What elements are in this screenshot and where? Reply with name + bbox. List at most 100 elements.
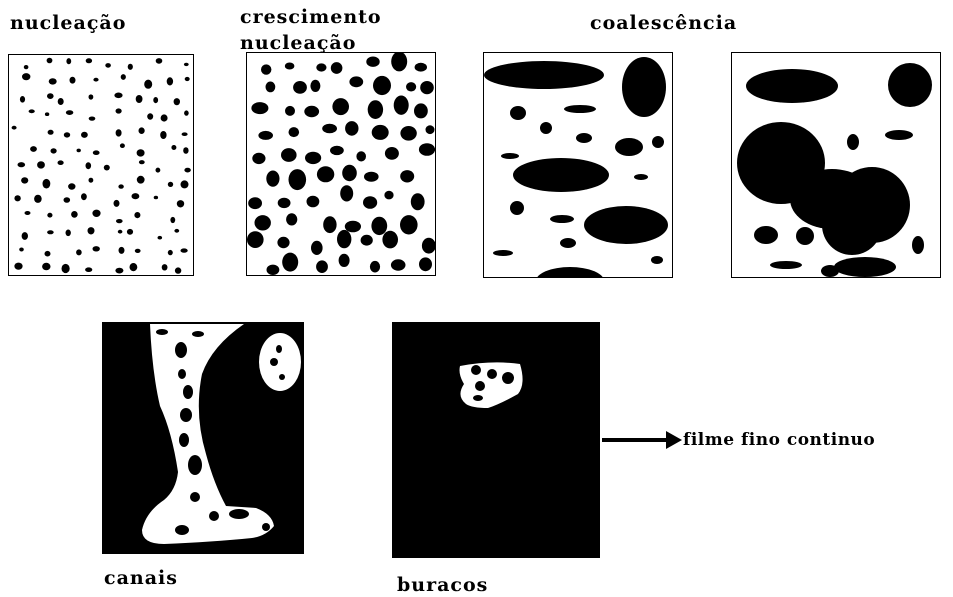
nucleus-dot xyxy=(37,161,45,168)
growth-island xyxy=(349,76,363,87)
nucleus-dot xyxy=(34,195,42,203)
nucleus-dot xyxy=(49,78,57,84)
channels-shape xyxy=(102,322,304,554)
island xyxy=(634,174,648,180)
growth-island xyxy=(267,265,280,275)
nucleus-dot xyxy=(45,251,51,257)
panel-coalescence-2 xyxy=(731,52,941,278)
nucleus-dot xyxy=(81,193,87,200)
nucleus-dot xyxy=(85,267,92,272)
label-continuous-film: filme fino continuo xyxy=(683,432,875,449)
nucleus-dot xyxy=(14,195,20,201)
nucleus-dot xyxy=(116,129,122,136)
growth-island xyxy=(422,238,436,254)
growth-island xyxy=(293,81,307,94)
nucleus-dot xyxy=(70,77,76,84)
channel-region xyxy=(142,324,274,544)
growth-island xyxy=(322,124,337,134)
hole xyxy=(175,525,189,535)
growth-island xyxy=(278,198,291,208)
nucleus-dot xyxy=(147,113,153,119)
growth-island xyxy=(411,193,425,210)
growth-island xyxy=(266,171,279,187)
hole xyxy=(190,492,200,502)
growth-island xyxy=(331,62,343,74)
hole xyxy=(178,369,186,379)
nucleus-dot xyxy=(66,58,71,64)
island xyxy=(510,201,524,215)
nucleus-dot xyxy=(132,193,140,199)
nucleus-dot xyxy=(116,108,122,113)
nucleus-dot xyxy=(58,98,64,105)
nucleus-dot xyxy=(30,146,37,152)
growth-island xyxy=(286,213,297,225)
nucleus-dot xyxy=(22,73,30,80)
island xyxy=(487,369,497,379)
island xyxy=(473,395,483,401)
island xyxy=(471,365,481,375)
coalescence-islands-2 xyxy=(732,53,941,278)
hole xyxy=(188,455,202,475)
growth-island xyxy=(340,185,353,201)
label-nucleation: nucleação xyxy=(10,14,126,33)
island xyxy=(502,372,514,384)
nucleus-dot xyxy=(92,210,100,217)
growth-island xyxy=(414,103,428,118)
island xyxy=(746,69,838,103)
nucleus-dot xyxy=(43,179,51,189)
nucleus-dot xyxy=(158,236,163,240)
growth-island xyxy=(361,235,373,246)
growth-island xyxy=(363,196,377,209)
channel-oval xyxy=(259,333,301,391)
growth-island xyxy=(385,147,399,160)
island xyxy=(615,138,643,156)
island xyxy=(754,226,778,244)
nucleus-dot xyxy=(168,250,173,255)
hole xyxy=(179,433,189,447)
growth-island xyxy=(285,106,295,116)
island xyxy=(770,261,802,269)
hole xyxy=(209,511,219,521)
growth-island xyxy=(400,126,416,141)
nucleus-dot xyxy=(137,176,145,184)
nucleus-dot xyxy=(29,109,35,113)
nucleus-dot xyxy=(68,183,75,189)
nucleus-dot xyxy=(47,230,54,234)
island xyxy=(622,57,666,117)
island xyxy=(540,122,552,134)
nucleus-dot xyxy=(156,58,163,64)
island xyxy=(510,106,526,120)
hole xyxy=(270,358,278,366)
nucleus-dot xyxy=(86,58,92,63)
hole xyxy=(156,329,168,335)
nucleus-dot xyxy=(154,196,158,200)
growth-island xyxy=(394,96,409,115)
nucleus-dot xyxy=(88,227,95,234)
growth-island xyxy=(311,241,323,255)
growth-island xyxy=(370,261,380,273)
nucleus-dot xyxy=(153,97,158,103)
hole xyxy=(180,408,192,422)
nucleus-dot xyxy=(114,93,122,99)
nucleus-dot xyxy=(135,249,141,253)
island xyxy=(821,265,839,277)
growth-island xyxy=(420,81,434,94)
nucleus-dot xyxy=(51,148,57,153)
nucleus-dot xyxy=(184,168,190,173)
nucleus-dot xyxy=(93,246,100,251)
nucleus-dot xyxy=(183,147,188,154)
holes-shape xyxy=(392,322,600,558)
nucleus-dot xyxy=(66,110,73,115)
growth-island xyxy=(400,215,418,234)
nucleus-dot xyxy=(184,110,189,115)
island xyxy=(652,136,664,148)
nucleus-dot xyxy=(127,229,133,235)
nucleus-dot xyxy=(42,263,50,271)
nucleus-dot xyxy=(167,77,173,85)
nucleus-dot xyxy=(22,232,28,240)
nucleus-dot xyxy=(144,80,152,89)
nucleus-dot xyxy=(104,165,110,171)
growth-island xyxy=(406,82,416,91)
nucleus-dot xyxy=(71,211,78,218)
panel-nucleation xyxy=(8,54,194,276)
